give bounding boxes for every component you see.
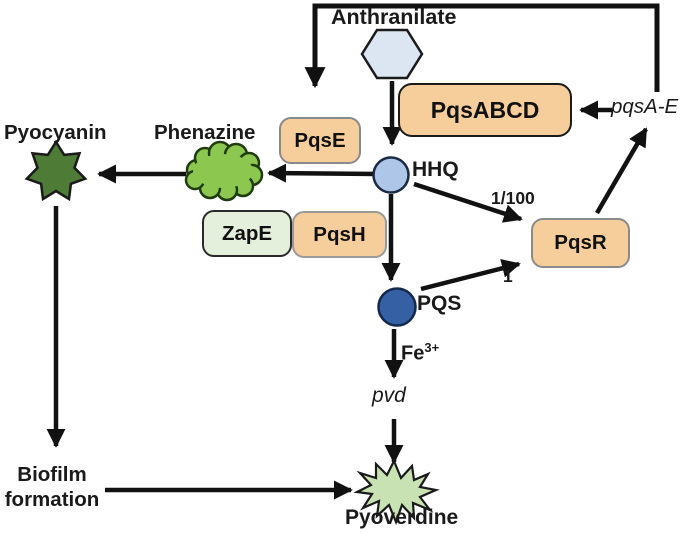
- anthranilate-label: Anthranilate: [331, 5, 457, 29]
- pqs-circle-icon: [377, 287, 417, 327]
- pvd-gene-label: pvd: [372, 384, 406, 407]
- pqsr-box: PqsR: [531, 218, 630, 268]
- zape-box: ZapE: [202, 210, 292, 257]
- arrow-pqsr-to-pqsae: [595, 127, 648, 215]
- ratio-1-100-label: 1/100: [491, 188, 535, 208]
- pqsabcd-box: PqsABCD: [398, 83, 572, 137]
- fe3-label: Fe3+: [401, 340, 439, 366]
- feedback-loop-arrow: [304, 3, 660, 92]
- phenazine-cloud-icon: [184, 140, 264, 202]
- anthranilate-hexagon-icon: [360, 28, 424, 80]
- arrow-hhq-to-phenazine: [267, 163, 379, 183]
- arrow-hhq-to-pqsr: [413, 181, 523, 223]
- pyoverdine-starburst-icon: [353, 458, 440, 526]
- hhq-label: HHQ: [412, 158, 459, 181]
- fe-superscript: 3+: [424, 340, 440, 355]
- ratio-1-label: 1: [503, 266, 513, 286]
- pqs-label: PQS: [417, 292, 462, 315]
- biofilm-line2: formation: [4, 488, 100, 511]
- pqsh-box: PqsH: [292, 211, 387, 258]
- pqsa-e-gene-label: pqsA-E: [611, 95, 679, 118]
- biofilm-line1: Biofilm: [17, 463, 87, 486]
- pyocyanin-star-icon: [24, 139, 88, 202]
- hhq-circle-icon: [372, 156, 410, 194]
- pqse-box: PqsE: [279, 117, 361, 164]
- pyocyanin-label: Pyocyanin: [4, 121, 107, 144]
- pyoverdine-label: Pyoverdine: [345, 506, 459, 529]
- arrow-pqs-to-pqsr: [420, 259, 521, 292]
- phenazine-label: Phenazine: [154, 121, 256, 144]
- fe-base: Fe: [401, 342, 425, 365]
